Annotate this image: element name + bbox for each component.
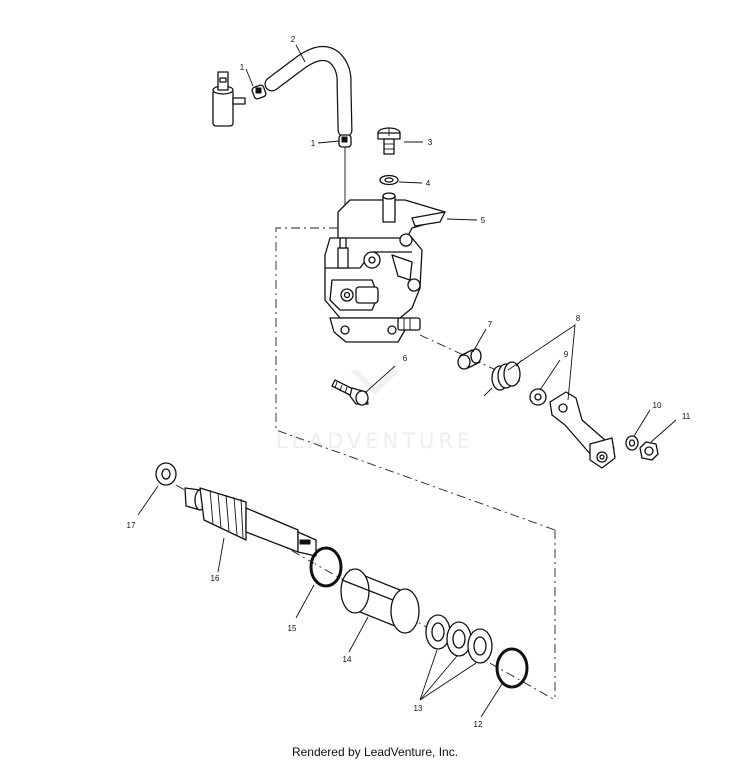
callout-12: 12 [474, 720, 483, 729]
pump-lever[interactable] [549, 391, 616, 469]
callout-11: 11 [682, 412, 691, 421]
return-spring[interactable] [483, 359, 523, 397]
bleed-screw[interactable] [377, 127, 401, 155]
lock-washer[interactable] [625, 435, 639, 451]
callout-17: 17 [127, 521, 136, 530]
callout-1-lower: 1 [311, 139, 316, 148]
watermark-text: LEADVENTURE [276, 429, 475, 453]
leader-lines [137, 44, 677, 718]
oil-hose[interactable] [264, 46, 353, 138]
render-credit: Rendered by LeadVenture, Inc. [291, 745, 459, 759]
mounting-bolt[interactable] [331, 379, 369, 406]
callout-15: 15 [288, 624, 297, 633]
callout-5: 5 [481, 216, 486, 225]
callout-13: 13 [414, 704, 423, 713]
spring-washer[interactable] [529, 388, 547, 406]
callout-labels: 1 2 1 3 4 5 6 7 8 9 10 11 17 16 15 14 13… [127, 35, 691, 729]
callout-4: 4 [426, 179, 431, 188]
shaft-collar[interactable] [457, 348, 482, 370]
callout-9: 9 [564, 350, 569, 359]
bushing-sleeve[interactable] [340, 568, 420, 634]
injector-fitting[interactable] [212, 71, 246, 127]
shim-washers[interactable] [425, 614, 493, 664]
callout-10: 10 [653, 401, 662, 410]
drive-gear-shaft[interactable] [184, 487, 317, 557]
watermark-logo: LEADVENTURE [276, 370, 475, 453]
o-ring-small[interactable] [309, 546, 343, 588]
callout-2: 2 [291, 35, 296, 44]
callout-7: 7 [488, 320, 493, 329]
sealing-washer[interactable] [379, 174, 399, 186]
callout-3: 3 [428, 138, 433, 147]
callout-8: 8 [576, 314, 581, 323]
oil-pump-assembly[interactable] [324, 192, 446, 343]
callout-16: 16 [211, 574, 220, 583]
callout-6: 6 [403, 354, 408, 363]
callout-14: 14 [343, 655, 352, 664]
thrust-washer[interactable] [155, 462, 177, 486]
hose-clamp-upper[interactable] [251, 84, 267, 100]
hex-nut[interactable] [639, 441, 659, 461]
o-ring-large[interactable] [495, 647, 529, 689]
callout-1-upper: 1 [240, 63, 245, 72]
